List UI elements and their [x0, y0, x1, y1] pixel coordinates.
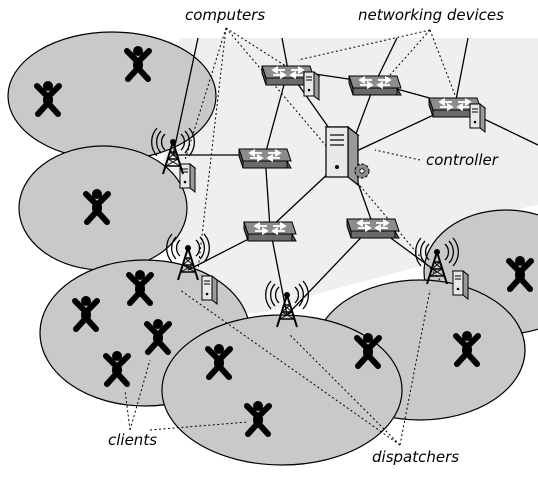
switch-icon	[346, 218, 400, 239]
server-icon	[303, 71, 320, 101]
label-controller: controller	[426, 151, 498, 169]
controller-server-icon	[324, 125, 370, 187]
server-icon	[179, 163, 196, 193]
label-dispatchers: dispatchers	[372, 448, 460, 466]
label-computers: computers	[185, 6, 266, 24]
server-icon	[452, 270, 469, 300]
label-networking-devices: networking devices	[358, 6, 504, 24]
gear-icon	[354, 163, 370, 179]
switch-icon	[243, 221, 297, 242]
server-icon	[469, 103, 486, 133]
server-icon	[201, 275, 218, 305]
switch-icon	[348, 75, 402, 96]
label-clients: clients	[108, 431, 158, 449]
cell-areas	[7, 31, 538, 466]
switch-icon	[238, 148, 292, 169]
cell-area	[18, 145, 188, 271]
